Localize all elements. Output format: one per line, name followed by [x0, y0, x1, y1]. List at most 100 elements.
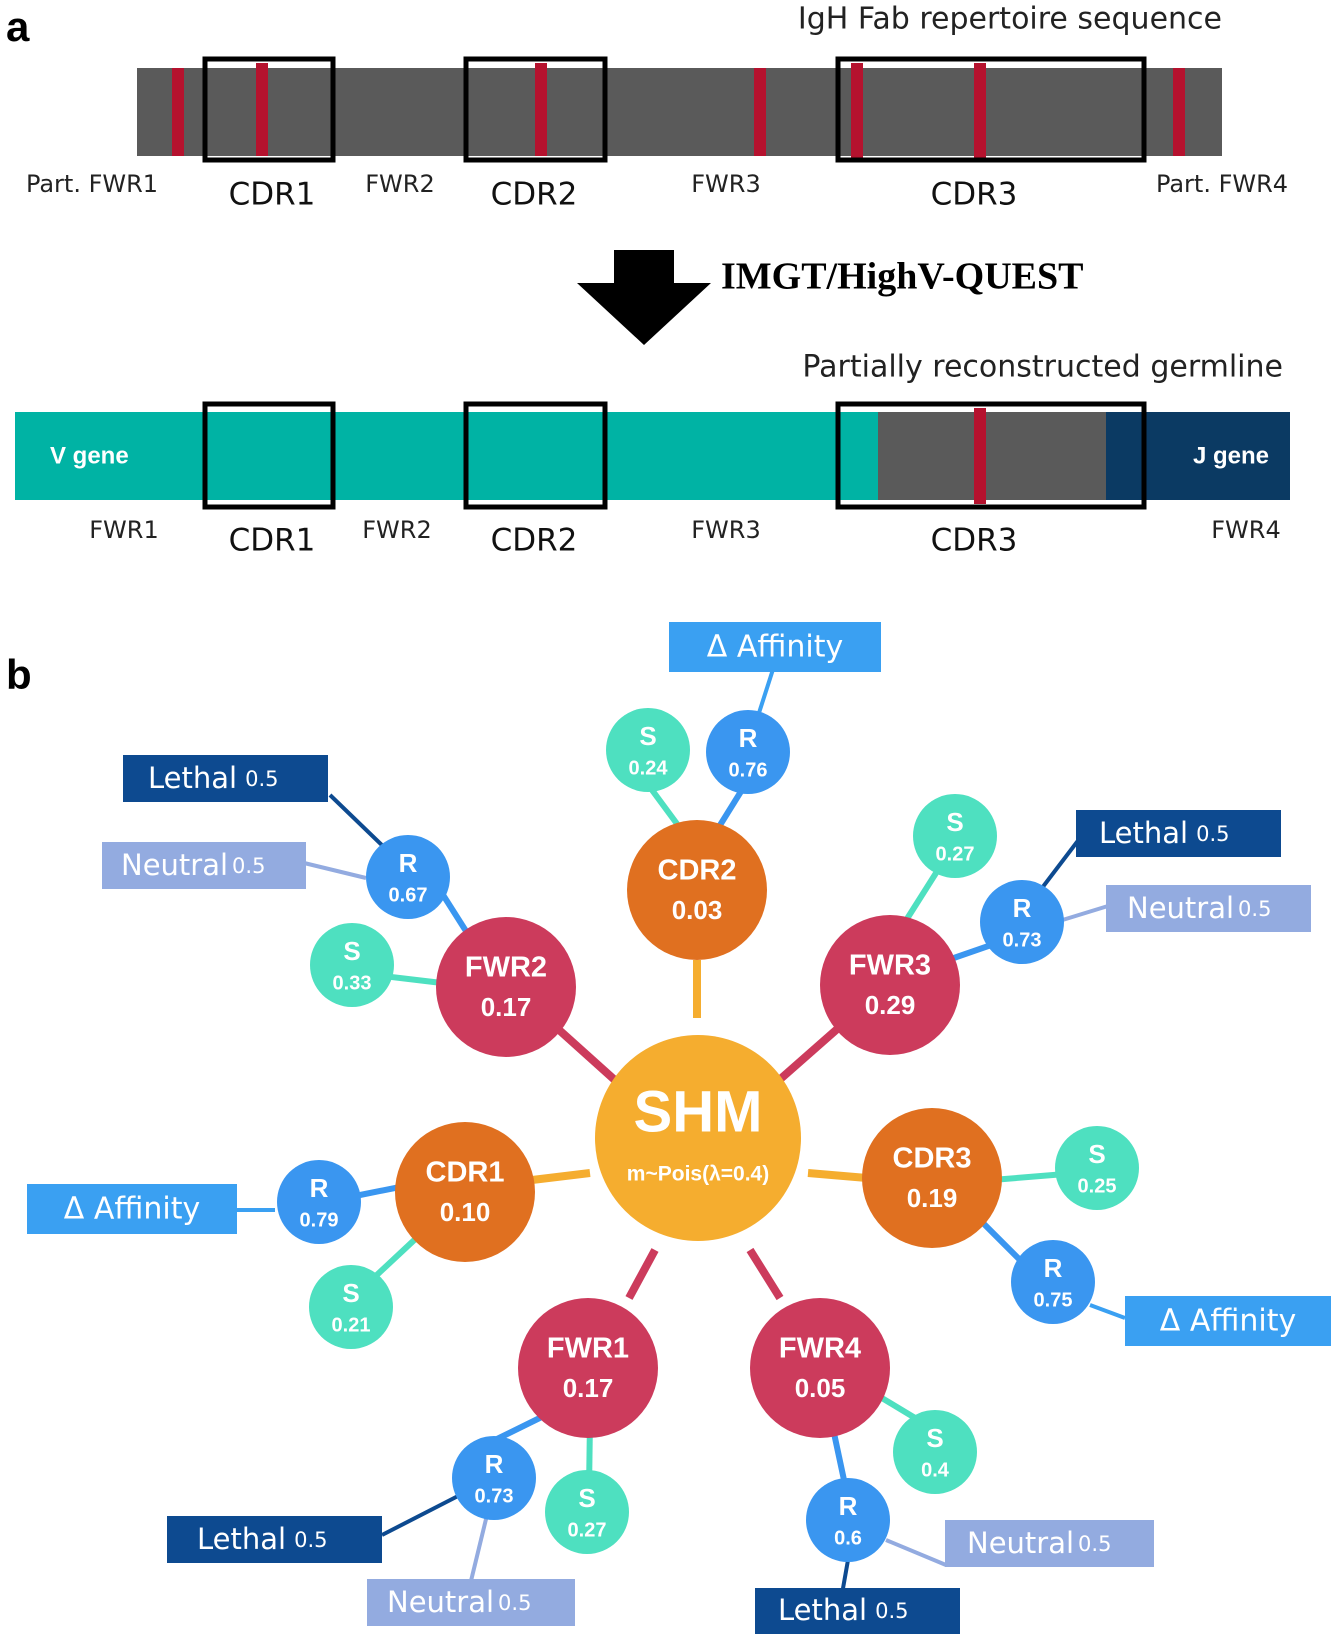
shm-node — [595, 1035, 801, 1241]
lethal-box — [755, 1588, 960, 1634]
top-label-cdr3: CDR3 — [931, 177, 1018, 213]
region-fwr1: FWR1 0.17 — [518, 1298, 658, 1438]
affinity-label: Δ Affinity — [707, 630, 843, 665]
bottom-label-fwr2: FWR2 — [362, 516, 431, 544]
top-cdr3-box — [835, 56, 1147, 163]
edge-fwr1-r-lethal — [381, 1493, 461, 1537]
leaf-prob: 0.67 — [389, 884, 428, 906]
j-gene-label: J gene — [1193, 442, 1269, 469]
leaf-kind: R — [485, 1449, 504, 1479]
leaf-prob: 0.24 — [629, 757, 669, 779]
region-fwr4: FWR4 0.05 — [750, 1298, 890, 1438]
leaf-fwr2-r: R 0.67 — [366, 835, 450, 919]
leaf-kind: R — [310, 1173, 329, 1203]
region-cdr1: CDR1 0.10 — [395, 1122, 535, 1262]
mutation-mark — [535, 63, 547, 156]
top-sequence-title: IgH Fab repertoire sequence — [798, 2, 1222, 37]
affinity-label: Δ Affinity — [1160, 1304, 1296, 1339]
leaf-fwr1-s: S 0.27 — [545, 1470, 629, 1554]
leaf-kind: S — [1088, 1139, 1105, 1169]
neutral-word: Neutral — [121, 848, 228, 882]
bottom-label-fwr3: FWR3 — [691, 516, 760, 544]
lethal-box — [1076, 810, 1281, 857]
leaf-fwr4-r: R 0.6 — [806, 1478, 890, 1562]
bottom-label-fwr4: FWR4 — [1211, 516, 1280, 544]
lethal-box — [123, 755, 328, 802]
outcome-affinity-cdr3: Δ Affinity — [1125, 1296, 1331, 1346]
leaf-cdr3-s: S 0.25 — [1055, 1126, 1139, 1210]
top-label-pfwr1: Part. FWR1 — [26, 170, 158, 198]
leaf-fwr1-r: R 0.73 — [452, 1436, 536, 1520]
neutral-value: 0.5 — [1078, 1532, 1111, 1556]
affinity-box — [27, 1184, 237, 1234]
region-prob: 0.03 — [672, 895, 723, 925]
mutation-mark — [172, 68, 184, 156]
edge-fwr2-r-neutral — [299, 860, 367, 880]
v-gene-label: V gene — [50, 442, 129, 469]
mutation-mark — [974, 408, 986, 504]
panel-a-letter: a — [6, 3, 30, 50]
silent-node — [893, 1410, 977, 1494]
leaf-cdr2-r: R 0.76 — [706, 710, 790, 794]
lethal-value: 0.5 — [294, 1528, 327, 1552]
edge-fwr4-r-neutral — [885, 1538, 947, 1567]
replacement-node — [706, 710, 790, 794]
region-name: FWR1 — [547, 1333, 629, 1365]
region-prob: 0.29 — [865, 990, 916, 1020]
affinity-label: Δ Affinity — [64, 1192, 200, 1227]
lethal-box — [167, 1516, 382, 1563]
neutral-box — [102, 842, 306, 889]
region-cdr2: CDR2 0.03 — [627, 820, 767, 960]
bottom-label-cdr2: CDR2 — [491, 523, 578, 559]
silent-node — [545, 1470, 629, 1554]
lethal-word: Lethal — [1099, 816, 1188, 850]
top-label-fwr3: FWR3 — [691, 170, 760, 198]
outcome-affinity-cdr2: Δ Affinity — [669, 622, 881, 672]
region-prob: 0.05 — [795, 1373, 846, 1403]
top-label-cdr1: CDR1 — [229, 177, 316, 213]
region-fwr2: FWR2 0.17 — [436, 917, 576, 1057]
leaf-kind: S — [639, 721, 656, 751]
region-name: FWR3 — [849, 950, 931, 982]
silent-node — [606, 708, 690, 792]
leaf-fwr3-s: S 0.27 — [913, 794, 997, 878]
top-cdr-boxes — [202, 56, 1147, 163]
affinity-box — [1125, 1296, 1331, 1346]
bottom-cdr2-box — [463, 401, 608, 510]
region-node — [518, 1298, 658, 1438]
neutral-word: Neutral — [387, 1585, 494, 1619]
bottom-sequence-title: Partially reconstructed germline — [802, 350, 1283, 385]
tool-name: IMGT/HighV-QUEST — [721, 256, 1083, 298]
edge-fwr3-r-neutral — [1055, 904, 1109, 924]
leaf-prob: 0.73 — [475, 1485, 514, 1507]
d-region-segment — [878, 412, 1106, 500]
bottom-label-cdr3: CDR3 — [931, 523, 1018, 559]
leaf-prob: 0.79 — [300, 1209, 339, 1231]
leaf-cdr1-r: R 0.79 — [277, 1160, 361, 1244]
mutation-mark — [851, 63, 863, 159]
region-cdr3: CDR3 0.19 — [862, 1108, 1002, 1248]
leaf-kind: S — [343, 936, 360, 966]
region-node — [750, 1298, 890, 1438]
bottom-label-fwr1: FWR1 — [89, 516, 158, 544]
region-prob: 0.10 — [440, 1197, 491, 1227]
leaf-prob: 0.25 — [1078, 1175, 1117, 1197]
j-gene-segment-in-cdr3 — [1106, 412, 1142, 500]
leaf-cdr2-s: S 0.24 — [606, 708, 690, 792]
leaf-kind: S — [926, 1423, 943, 1453]
edge-center-cdr1 — [531, 1169, 591, 1184]
leaf-prob: 0.27 — [936, 843, 975, 865]
leaf-kind: R — [739, 723, 758, 753]
region-name: CDR3 — [893, 1143, 972, 1175]
edge-center-fwr1 — [625, 1248, 659, 1300]
leaf-prob: 0.27 — [568, 1519, 607, 1541]
